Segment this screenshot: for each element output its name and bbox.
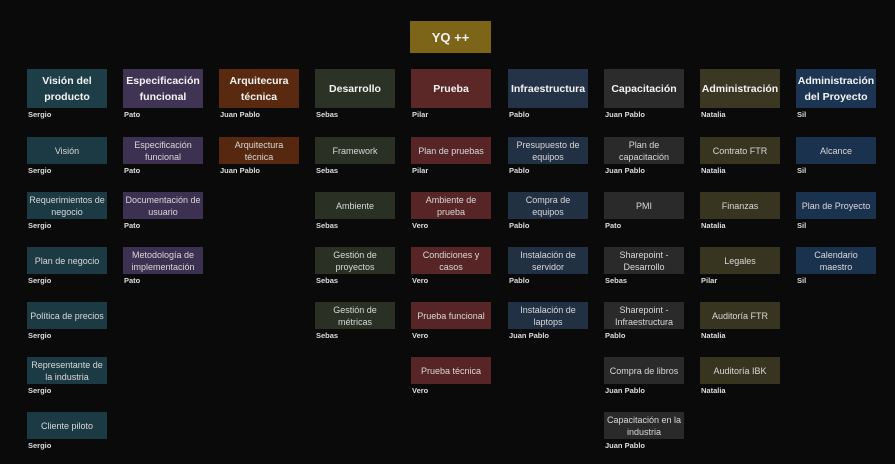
task-owner: Sergio: [28, 276, 52, 285]
column-header-especificacion-funcional: Especificación funcional: [123, 69, 203, 108]
root-node: YQ ++: [410, 21, 491, 53]
task-box-prueba-funcional: Prueba funcional: [411, 302, 491, 329]
task-box-alcance: Alcance: [796, 137, 876, 164]
column-header-administracion: Administración: [700, 69, 780, 108]
task-box-arquitectura-tecnica: Arquitectura técnica: [219, 137, 299, 164]
task-owner: Pato: [124, 221, 141, 230]
task-box-requerimientos-de-negocio: Requerimientos de negocio: [27, 192, 107, 219]
task-owner: Sebas: [316, 331, 339, 340]
task-owner: Sil: [797, 276, 807, 285]
task-owner: Sil: [797, 166, 807, 175]
task-owner: Vero: [412, 331, 429, 340]
task-box-plan-de-proyecto: Plan de Proyecto: [796, 192, 876, 219]
task-box-ambiente-de-prueba: Ambiente de prueba: [411, 192, 491, 219]
task-box-compra-de-libros: Compra de libros: [604, 357, 684, 384]
task-box-calendario-maestro: Calendario maestro: [796, 247, 876, 274]
task-owner: Sergio: [28, 441, 52, 450]
column-header-administracion-del-proyecto: Administración del Proyecto: [796, 69, 876, 108]
task-owner: Sergio: [28, 166, 52, 175]
column-owner: Juan Pablo: [220, 110, 261, 119]
task-owner: Sebas: [316, 221, 339, 230]
task-owner: Pilar: [701, 276, 718, 285]
task-owner: Pato: [605, 221, 622, 230]
task-box-documentacion-de-usuario: Documentación de usuario: [123, 192, 203, 219]
task-owner: Sebas: [605, 276, 628, 285]
task-box-plan-de-negocio: Plan de negocio: [27, 247, 107, 274]
task-box-contrato-ftr: Contrato FTR: [700, 137, 780, 164]
task-box-plan-de-pruebas: Plan de pruebas: [411, 137, 491, 164]
column-owner: Juan Pablo: [605, 110, 646, 119]
task-box-condiciones-y-casos: Condiciones y casos: [411, 247, 491, 274]
task-owner: Pablo: [509, 276, 530, 285]
column-owner: Pato: [124, 110, 141, 119]
task-box-gestion-de-metricas: Gestión de métricas: [315, 302, 395, 329]
task-box-gestion-de-proyectos: Gestión de proyectos: [315, 247, 395, 274]
task-owner: Pato: [124, 276, 141, 285]
task-owner: Pablo: [509, 166, 530, 175]
task-box-capacitacion-en-la-industria: Capacitación en la industria: [604, 412, 684, 439]
task-owner: Natalia: [701, 221, 726, 230]
task-box-pmi: PMI: [604, 192, 684, 219]
task-box-prueba-tecnica: Prueba técnica: [411, 357, 491, 384]
task-box-plan-de-capacitacion: Plan de capacitación: [604, 137, 684, 164]
task-owner: Juan Pablo: [605, 441, 646, 450]
task-owner: Sebas: [316, 166, 339, 175]
task-box-auditoria-ibk: Auditoría IBK: [700, 357, 780, 384]
column-owner: Pilar: [412, 110, 429, 119]
task-box-especificacion-funcional: Especificación funcional: [123, 137, 203, 164]
task-owner: Natalia: [701, 331, 726, 340]
task-owner: Sebas: [316, 276, 339, 285]
column-owner: Sebas: [316, 110, 339, 119]
task-owner: Sergio: [28, 221, 52, 230]
task-box-politica-de-precios: Política de precios: [27, 302, 107, 329]
task-owner: Vero: [412, 276, 429, 285]
task-owner: Juan Pablo: [605, 166, 646, 175]
task-owner: Vero: [412, 221, 429, 230]
task-owner: Vero: [412, 386, 429, 395]
task-owner: Pablo: [509, 221, 530, 230]
column-owner: Natalia: [701, 110, 726, 119]
column-header-prueba: Prueba: [411, 69, 491, 108]
task-owner: Juan Pablo: [509, 331, 550, 340]
task-box-compra-de-equipos: Compra de equipos: [508, 192, 588, 219]
task-owner: Sil: [797, 221, 807, 230]
task-owner: Sergio: [28, 386, 52, 395]
task-owner: Juan Pablo: [605, 386, 646, 395]
task-box-presupuesto-de-equipos: Presupuesto de equipos: [508, 137, 588, 164]
task-box-instalacion-de-servidor: Instalación de servidor: [508, 247, 588, 274]
task-owner: Pilar: [412, 166, 429, 175]
task-box-vision: Visión: [27, 137, 107, 164]
task-box-metodologia-de-implementacion: Metodología de implementación: [123, 247, 203, 274]
column-owner: Sergio: [28, 110, 52, 119]
column-header-capacitacion: Capacitación: [604, 69, 684, 108]
task-box-ambiente: Ambiente: [315, 192, 395, 219]
task-box-auditoria-ftr: Auditoría FTR: [700, 302, 780, 329]
task-box-legales: Legales: [700, 247, 780, 274]
task-owner: Juan Pablo: [220, 166, 261, 175]
task-box-sharepoint-desarrollo: Sharepoint - Desarrollo: [604, 247, 684, 274]
column-owner: Pablo: [509, 110, 530, 119]
task-owner: Pablo: [605, 331, 626, 340]
task-box-finanzas: Finanzas: [700, 192, 780, 219]
task-owner: Sergio: [28, 331, 52, 340]
column-header-arquitecura-tecnica: Arquitecura técnica: [219, 69, 299, 108]
column-header-desarrollo: Desarrollo: [315, 69, 395, 108]
column-header-vision-del-producto: Visión del producto: [27, 69, 107, 108]
task-owner: Pato: [124, 166, 141, 175]
task-box-framework: Framework: [315, 137, 395, 164]
column-owner: Sil: [797, 110, 807, 119]
task-box-cliente-piloto: Cliente piloto: [27, 412, 107, 439]
task-box-sharepoint-infraestructura: Sharepoint - Infraestructura: [604, 302, 684, 329]
column-header-infraestructura: Infraestructura: [508, 69, 588, 108]
task-box-instalacion-de-laptops: Instalación de laptops: [508, 302, 588, 329]
task-box-representante-de-la-industria: Representante de la industria: [27, 357, 107, 384]
task-owner: Natalia: [701, 386, 726, 395]
task-owner: Natalia: [701, 166, 726, 175]
